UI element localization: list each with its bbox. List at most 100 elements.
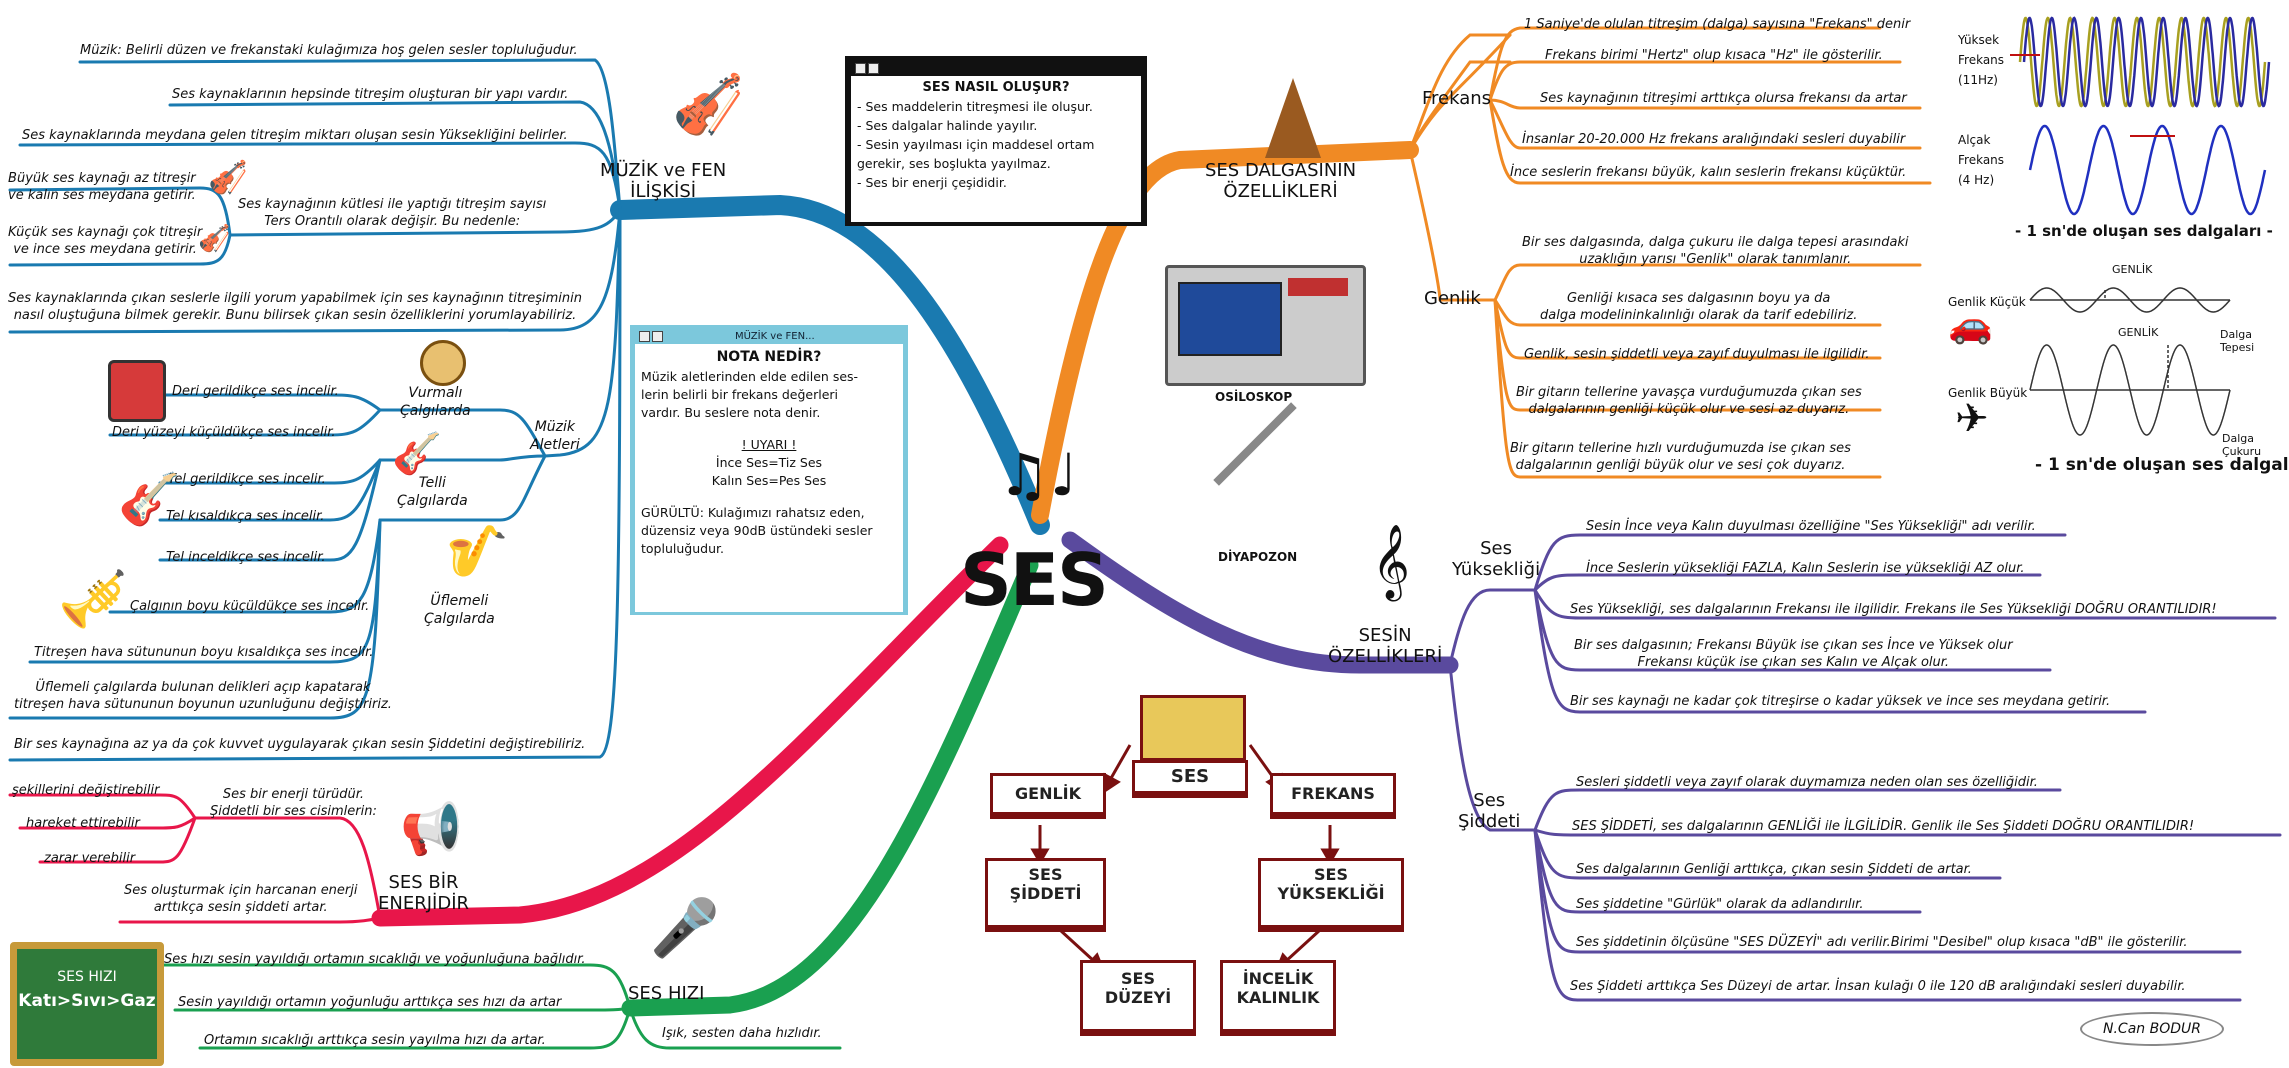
frekans-item: İnce seslerin frekansı büyük, kalın sesl…	[1510, 165, 1907, 180]
enerji-item: zarar verebilir	[44, 851, 136, 866]
close-icon[interactable]	[639, 330, 650, 342]
genlik-item: Bir ses dalgasında, dalga çukuru ile dal…	[1522, 235, 1909, 267]
window-titlebar: MÜZİK ve FEN...	[635, 330, 903, 344]
yukseklik-item: Bir ses kaynağı ne kadar çok titreşirse …	[1570, 694, 2111, 709]
uflemeli-item: Çalgının boyu küçüldükçe ses incelir.	[130, 599, 370, 614]
hiz-item: Işık, sesten daha hızlıdır.	[662, 1026, 822, 1041]
frekans-item: İnsanlar 20-20.000 Hz frekans aralığında…	[1522, 132, 1906, 147]
branch-hiz	[621, 556, 1039, 1017]
muzik-item: Ses kaynaklarında meydana gelen titreşim…	[22, 128, 568, 143]
uflemeli-item: Titreşen hava sütununun boyu kısaldıkça …	[34, 645, 374, 660]
low-frequency-wave	[2028, 124, 2267, 216]
window-body: NOTA NEDİR? Müzik aletlerinden elde edil…	[635, 344, 903, 612]
wave-caption: - 1 sn'de oluşan ses dalgaları -	[2035, 455, 2289, 475]
metronome-icon	[1265, 78, 1321, 158]
signature-text: N.Can BODUR	[2103, 1021, 2201, 1037]
nota-nedir-window: MÜZİK ve FEN... NOTA NEDİR? Müzik aletle…	[630, 325, 908, 615]
node-frekans: Frekans	[1422, 88, 1492, 109]
high-frequency-wave-overlay	[2022, 16, 2271, 108]
genlik-item: Genlik, sesin şiddetli veya zayıf duyulm…	[1524, 347, 1870, 362]
node-muzik-aletleri: Müzik Aletleri	[530, 419, 580, 453]
node-ses-enerjidir: SES BİR ENERJİDİR	[378, 872, 470, 914]
dalga-cukuru-label: Dalga Çukuru	[2222, 432, 2262, 458]
branch-enerji	[371, 536, 1009, 927]
hiz-item: Sesin yayıldığı ortamın yoğunluğu arttık…	[178, 995, 562, 1010]
resize-icon[interactable]	[652, 330, 663, 342]
book-ses-duzeyi: SES DÜZEYİ	[1080, 960, 1196, 1036]
book-frekans: FREKANS	[1270, 773, 1396, 819]
muzik-item: Büyük ses kaynağı az titreşir ve kalın s…	[8, 171, 196, 203]
frekans-item: 1 Saniye'de olulan titreşim (dalga) sayı…	[1524, 17, 1911, 32]
enerji-item: Ses oluşturmak için harcanan enerji artt…	[124, 883, 358, 915]
telli-item: Tel gerildikçe ses incelir.	[168, 472, 326, 487]
genlik-item: Bir gitarın tellerine yavaşça vurduğumuz…	[1516, 385, 1862, 417]
uflemeli-item: Üflemeli çalgılarda bulunan delikleri aç…	[14, 680, 392, 712]
box-title: SES NASIL OLUŞUR?	[922, 80, 1070, 95]
dalga-tepesi-label: Dalga Tepesi	[2220, 328, 2255, 354]
chalkboard-title: SES HIZI	[57, 969, 117, 985]
yuksek-frekans-label: Yüksek Frekans (11Hz)	[1958, 33, 2005, 87]
alcak-frekans-label: Alçak Frekans (4 Hz)	[1958, 133, 2005, 187]
nota-warn-title: ! UYARI !	[741, 437, 797, 452]
frekans-item: Ses kaynağının titreşimi arttıkça olursa…	[1540, 91, 1907, 106]
nota-warn-line: Kalın Ses=Pes Ses	[711, 473, 827, 488]
osiloskop-label: OSİLOSKOP	[1215, 390, 1293, 404]
tuba-icon: 🎺	[58, 567, 128, 632]
branch-sesin	[1061, 531, 1459, 674]
nota-title: NOTA NEDİR?	[716, 349, 822, 365]
node-ses-dalgasi: SES DALGASININ ÖZELLİKLERİ	[1205, 160, 1357, 202]
yukseklik-item: Sesin İnce veya Kalın duyulması özelliği…	[1586, 519, 2036, 534]
muzik-item: Küçük ses kaynağı çok titreşir ve ince s…	[8, 225, 203, 257]
yukseklik-item: Bir ses dalgasının; Frekansı Büyük ise ç…	[1574, 638, 2013, 670]
oscilloscope-icon	[1165, 265, 1366, 386]
chalkboard-text: Katı>Sıvı>Gaz	[18, 991, 156, 1011]
book-ses-siddeti: SES ŞİDDETİ	[985, 858, 1106, 932]
nota-warn-line: İnce Ses=Tiz Ses	[715, 455, 823, 470]
genlik-item: Genliği kısaca ses dalgasının boyu ya da…	[1540, 291, 1858, 323]
oscilloscope-screen	[1178, 282, 1282, 356]
siddet-item: Sesleri şiddetli veya zayıf olarak duyma…	[1576, 775, 2038, 790]
node-sesin-ozellikleri: SESİN ÖZELLİKLERİ	[1328, 625, 1443, 667]
megaphone-icon: 📢	[400, 800, 463, 858]
muzik-item: Müzik: Belirli düzen ve frekanstaki kula…	[80, 43, 578, 58]
violin-small-icon: 🎻	[208, 158, 248, 196]
box-line: - Ses maddelerin titreşmesi ile oluşur.	[857, 99, 1093, 114]
enerji-item: şekillerini değiştirebilir	[12, 783, 160, 798]
center-title: SES	[960, 538, 1109, 622]
muzik-item: Ses kaynağının kütlesi ile yaptığı titre…	[238, 197, 547, 229]
genlik-kucuk-label: Genlik Küçük	[1948, 295, 2026, 309]
box-line: - Ses dalgalar halinde yayılır.	[857, 118, 1038, 133]
drum-icon	[108, 360, 166, 422]
hiz-item: Ortamın sıcaklığı arttıkça sesin yayılma…	[204, 1033, 546, 1048]
wave-caption: - 1 sn'de oluşan ses dalgaları -	[2015, 222, 2273, 240]
siddet-item: SES ŞİDDETİ, ses dalgalarının GENLİĞİ il…	[1572, 819, 2195, 834]
frekans-item: Frekans birimi "Hertz" olup kısaca "Hz" …	[1545, 48, 1883, 63]
window-title: MÜZİK ve FEN...	[735, 331, 815, 342]
violin-icon: 🎻	[672, 70, 745, 138]
node-telli: Telli Çalgılarda	[397, 475, 468, 509]
window-titlebar	[851, 62, 1141, 76]
books-icon	[1140, 695, 1246, 761]
large-amplitude-wave	[2029, 344, 2231, 436]
siddet-item: Ses şiddetinin ölçüsüne "SES DÜZEYİ" adı…	[1576, 935, 2188, 950]
treble-clef-icon: 𝄞	[1372, 525, 1410, 599]
vurmali-item: Deri yüzeyi küçüldükçe ses incelir.	[112, 425, 336, 440]
diyapozon-label: DİYAPOZON	[1218, 550, 1298, 564]
ses-hizi-chalkboard: SES HIZI Katı>Sıvı>Gaz	[10, 942, 164, 1066]
node-ses-siddeti: Ses Şiddeti	[1458, 790, 1521, 832]
siddet-item: Ses Şiddeti arttıkça Ses Düzeyi de artar…	[1570, 979, 2186, 994]
close-icon[interactable]	[855, 62, 866, 74]
genlik-mark-label: GENLİK	[2118, 326, 2159, 339]
muzik-item: Ses kaynaklarının hepsinde titreşim oluş…	[172, 87, 569, 102]
author-signature: N.Can BODUR	[2080, 1012, 2224, 1046]
gong-icon	[420, 340, 466, 386]
node-ses-yuksekligi: Ses Yüksekliği	[1452, 538, 1541, 580]
box-line: - Ses bir enerji çeşididir.	[857, 175, 1007, 190]
small-amplitude-wave	[2029, 287, 2231, 313]
resize-icon[interactable]	[868, 62, 879, 74]
genlik-item: Bir gitarın tellerine hızlı vurduğumuzda…	[1510, 441, 1851, 473]
telli-item: Tel inceldikçe ses incelir.	[166, 550, 326, 565]
siddet-item: Ses şiddetine "Gürlük" olarak da adlandı…	[1576, 897, 1864, 912]
branch-dalga	[1031, 141, 1419, 524]
